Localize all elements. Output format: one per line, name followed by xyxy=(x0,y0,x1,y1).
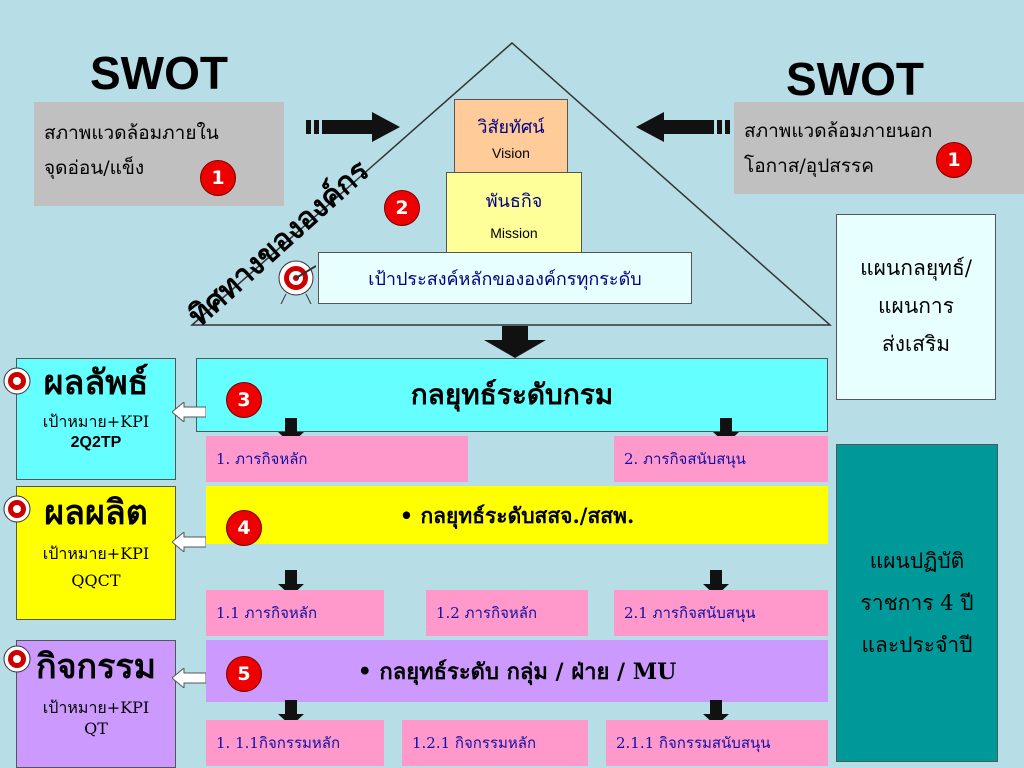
level1-down-arrow-a-icon xyxy=(278,418,304,444)
level1-side-sub2: 2Q2TP xyxy=(70,434,122,452)
level1-item-2: 2. ภารกิจสนับสนุน xyxy=(614,436,828,482)
swot-internal-box: สภาพแวดล้อมภายใน จุดอ่อน/แข็ง xyxy=(34,102,284,206)
level2-side-sub2: QQCT xyxy=(71,571,121,591)
swot-left-badge: 1 xyxy=(200,160,236,196)
level3-side-sub1: เป้าหมาย+KPI xyxy=(42,698,150,718)
down-arrow-icon xyxy=(484,326,546,358)
level2-banner: • กลยุทธ์ระดับสสจ./สสพ. xyxy=(206,486,828,544)
mission-box: พันธกิจ Mission xyxy=(446,172,582,254)
operations-plan-line3: และประจำปี xyxy=(861,633,973,657)
swot-left-title: SWOT xyxy=(90,47,228,99)
level3-side-title: กิจกรรม xyxy=(35,647,157,687)
level2-side-box: ผลผลิต เป้าหมาย+KPI QQCT xyxy=(16,486,176,620)
pyramid-badge: 2 xyxy=(384,190,420,226)
level2-target-icon xyxy=(3,495,31,523)
level3-side-sub2: QT xyxy=(84,719,108,739)
level3-item-3: 2.1.1 กิจกรรมสนับสนุน xyxy=(606,720,828,766)
swot-internal-line2: จุดอ่อน/แข็ง xyxy=(44,157,145,180)
level2-down-arrow-b-icon xyxy=(703,570,729,596)
level1-side-title: ผลลัพธ์ xyxy=(43,363,149,403)
swot-right-title: SWOT xyxy=(786,53,924,105)
strategy-plan-box: แผนกลยุทธ์/ แผนการ ส่งเสริม xyxy=(836,214,996,400)
level3-left-arrow-icon xyxy=(172,668,206,688)
goal-box: เป้าประสงค์หลักขององค์กรทุกระดับ xyxy=(318,252,692,304)
level3-item-1: 1. 1.1กิจกรรมหลัก xyxy=(206,720,384,766)
strategy-plan-line3: ส่งเสริม xyxy=(881,331,951,356)
strategy-plan-line1: แผนกลยุทธ์/ xyxy=(860,256,972,281)
level3-side-box: กิจกรรม เป้าหมาย+KPI QT xyxy=(16,640,176,768)
level2-side-sub1: เป้าหมาย+KPI xyxy=(42,544,150,564)
level3-down-arrow-b-icon xyxy=(703,700,729,726)
operations-plan-line2: ราชการ 4 ปี xyxy=(860,591,974,615)
level2-item-3: 2.1 ภารกิจสนับสนุน xyxy=(614,590,828,636)
swot-right-badge: 1 xyxy=(936,142,972,178)
level2-left-arrow-icon xyxy=(172,532,206,552)
swot-external-box: สภาพแวดล้อมภายนอก โอกาส/อุปสรรค xyxy=(734,102,1024,194)
level3-down-arrow-a-icon xyxy=(278,700,304,726)
level1-side-box: ผลลัพธ์ เป้าหมาย+KPI 2Q2TP xyxy=(16,358,176,480)
arrow-right-icon xyxy=(306,112,400,142)
swot-external-line1: สภาพแวดล้อมภายนอก xyxy=(744,120,933,142)
mission-label: พันธกิจ xyxy=(485,190,543,212)
level3-item-2: 1.2.1 กิจกรรมหลัก xyxy=(402,720,588,766)
swot-internal-line1: สภาพแวดล้อมภายใน xyxy=(44,122,219,144)
level1-down-arrow-b-icon xyxy=(713,418,739,444)
level1-banner: กลยุทธ์ระดับกรม xyxy=(196,358,828,432)
mission-label-en: Mission xyxy=(490,224,538,241)
level1-badge: 3 xyxy=(226,382,262,418)
level3-badge: 5 xyxy=(226,656,262,692)
level1-side-sub1: เป้าหมาย+KPI xyxy=(42,412,150,432)
level2-item-2: 1.2 ภารกิจหลัก xyxy=(426,590,588,636)
target-icon xyxy=(278,260,316,304)
level1-item-1: 1. ภารกิจหลัก xyxy=(206,436,468,482)
level3-target-icon xyxy=(3,645,31,673)
arrow-left-icon xyxy=(636,112,730,142)
vision-box: วิสัยทัศน์ Vision xyxy=(454,99,568,173)
level1-left-arrow-icon xyxy=(172,402,206,422)
level3-banner: • กลยุทธ์ระดับ กลุ่ม / ฝ่าย / MU xyxy=(206,640,828,702)
level1-target-icon xyxy=(3,367,31,395)
level2-side-title: ผลผลิต xyxy=(44,493,148,533)
vision-label: วิสัยทัศน์ xyxy=(477,116,545,138)
swot-external-line2: โอกาส/อุปสรรค xyxy=(744,155,874,178)
operations-plan-line1: แผนปฏิบัติ xyxy=(869,549,965,573)
level2-badge: 4 xyxy=(226,510,262,546)
level2-item-1: 1.1 ภารกิจหลัก xyxy=(206,590,384,636)
strategy-plan-line2: แผนการ xyxy=(878,294,954,319)
operations-plan-box: แผนปฏิบัติ ราชการ 4 ปี และประจำปี xyxy=(836,444,998,762)
level2-down-arrow-a-icon xyxy=(278,570,304,596)
vision-label-en: Vision xyxy=(492,144,530,161)
